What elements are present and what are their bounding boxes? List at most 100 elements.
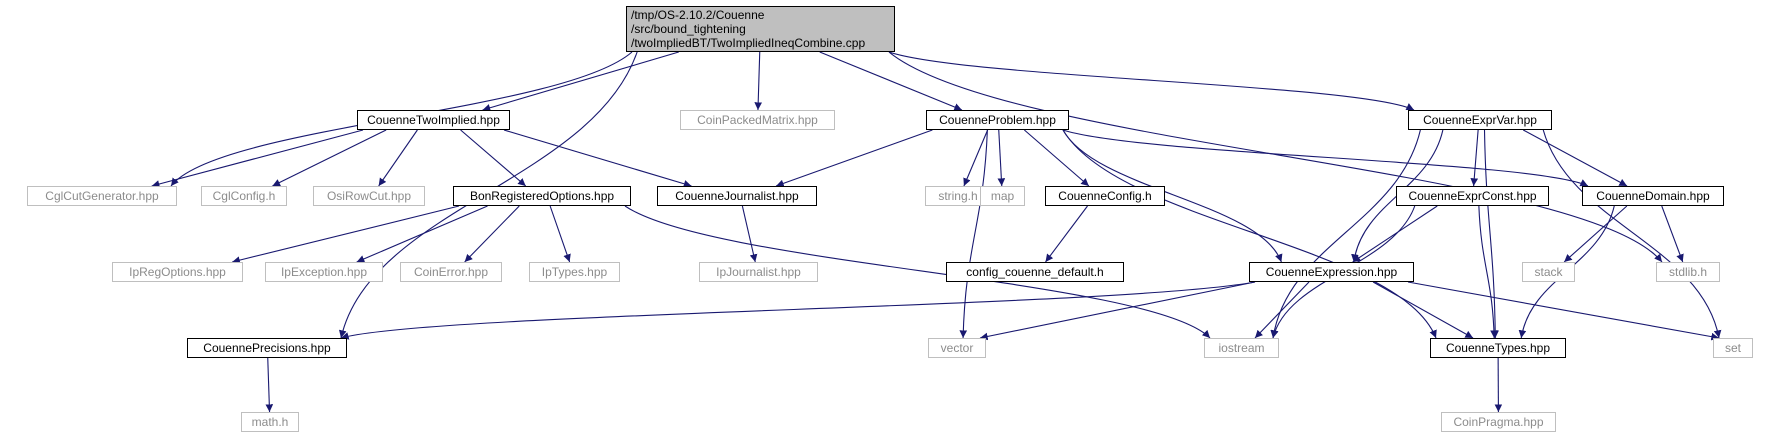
node-label: OsiRowCut.hpp <box>326 189 412 203</box>
node-couenne-expr-const[interactable]: CouenneExprConst.hpp <box>1396 186 1549 206</box>
node-osi-row-cut: OsiRowCut.hpp <box>313 186 425 206</box>
edge-couenneexprvar-hpp-to-set <box>1542 129 1722 339</box>
edge-root-to-couenneexprvar-hpp <box>888 51 1415 111</box>
edge-couenneproblem-hpp-to-couennejournalist-hpp <box>775 129 933 188</box>
edge-root-to-stdlib-h <box>888 51 1663 263</box>
node-vector: vector <box>928 338 986 358</box>
node-couenne-types[interactable]: CouenneTypes.hpp <box>1430 338 1566 358</box>
node-ip-journalist: IpJournalist.hpp <box>699 262 818 282</box>
node-cgl-cut-generator: CglCutGenerator.hpp <box>27 186 177 206</box>
edge-couennetwoimplied-hpp-to-bonregisteredoptions-hpp <box>460 129 527 187</box>
node-label: CoinPackedMatrix.hpp <box>697 113 818 127</box>
edge-couennejournalist-hpp-to-ipjournalist-hpp <box>741 205 758 263</box>
edge-bonregisteredoptions-hpp-to-ipexception-hpp <box>356 205 488 263</box>
node-label: stdlib.h <box>1668 265 1708 279</box>
node-config-couenne-default[interactable]: config_couenne_default.h <box>946 262 1124 282</box>
edge-couenneexprvar-hpp-to-couennetypes-hpp <box>1483 129 1500 339</box>
node-label: CouenneExprVar.hpp <box>1423 113 1537 127</box>
edge-couennetwoimplied-hpp-to-osirowcut-hpp <box>378 129 418 187</box>
node-coin-pragma: CoinPragma.hpp <box>1441 412 1556 432</box>
node-label: CouenneConfig.h <box>1058 189 1152 203</box>
node-couenne-problem[interactable]: CouenneProblem.hpp <box>926 110 1069 130</box>
node-label: IpRegOptions.hpp <box>129 265 226 279</box>
edge-couenneconfig-h-to-config-couenne-default-h <box>1045 205 1088 263</box>
node-label: CouenneTypes.hpp <box>1445 341 1551 355</box>
node-label: vector <box>940 341 974 355</box>
edge-couenneproblem-hpp-to-couennetypes-hpp <box>1062 129 1437 339</box>
node-label: set <box>1724 341 1741 355</box>
edge-bonregisteredoptions-hpp-to-ipregoptions-hpp <box>232 205 460 264</box>
node-couenne-expr-var[interactable]: CouenneExprVar.hpp <box>1408 110 1552 130</box>
node-bon-registered-options[interactable]: BonRegisteredOptions.hpp <box>453 186 631 206</box>
node-couenne-domain[interactable]: CouenneDomain.hpp <box>1582 186 1724 206</box>
node-label: BonRegisteredOptions.hpp <box>469 189 615 203</box>
edge-root-to-coinpackedmatrix-hpp <box>754 51 763 111</box>
edge-root-to-couenneproblem-hpp <box>819 51 963 111</box>
root-path-line: /src/bound_tightening <box>631 22 746 36</box>
node-string-h: string.h <box>925 186 991 206</box>
edge-couenneexpression-hpp-to-vector <box>979 281 1256 341</box>
edge-couenneexpression-hpp-to-couenneprecisions-hpp <box>340 281 1256 340</box>
edge-bonregisteredoptions-hpp-to-iptypes-hpp <box>549 205 571 263</box>
edge-couenneproblem-hpp-to-couenneexpression-hpp <box>1062 129 1283 263</box>
node-ip-exception: IpException.hpp <box>265 262 383 282</box>
node-label: CglConfig.h <box>212 189 276 203</box>
edge-couenneexprconst-hpp-to-couenneexpression-hpp <box>1352 205 1438 263</box>
node-couenne-expression[interactable]: CouenneExpression.hpp <box>1249 262 1414 282</box>
edge-couennedomain-hpp-to-stack <box>1563 205 1628 263</box>
node-couenne-two-implied[interactable]: CouenneTwoImplied.hpp <box>357 110 510 130</box>
node-label: CouenneTwoImplied.hpp <box>367 113 500 127</box>
edge-couenneexpression-hpp-to-iostream <box>1254 281 1310 339</box>
node-label: stack <box>1534 265 1563 279</box>
node-coin-packed-matrix: CoinPackedMatrix.hpp <box>680 110 835 130</box>
edge-couennetwoimplied-hpp-to-couennejournalist-hpp <box>503 129 692 188</box>
node-label: IpException.hpp <box>280 265 368 279</box>
node-stdlib-h: stdlib.h <box>1656 262 1720 282</box>
edge-couenneexprvar-hpp-to-couenneexprconst-hpp <box>1470 129 1479 187</box>
node-label: CouenneDomain.hpp <box>1596 189 1710 203</box>
node-label: CglCutGenerator.hpp <box>45 189 159 203</box>
node-couenne-config[interactable]: CouenneConfig.h <box>1045 186 1165 206</box>
node-label: string.h <box>938 189 978 203</box>
edge-couenneexprvar-hpp-to-iostream <box>1270 129 1421 339</box>
node-label: CouenneJournalist.hpp <box>675 189 799 203</box>
edge-couenneproblem-hpp-to-couennedomain-hpp <box>1062 129 1589 187</box>
node-couenne-journalist[interactable]: CouenneJournalist.hpp <box>657 186 817 206</box>
node-label: CouenneExprConst.hpp <box>1408 189 1537 203</box>
node-label: CouenneProblem.hpp <box>939 113 1056 127</box>
node-label: CoinPragma.hpp <box>1453 415 1544 429</box>
node-couenne-precisions[interactable]: CouennePrecisions.hpp <box>187 338 347 358</box>
root-path-line: /twoImpliedBT/TwoImpliedIneqCombine.cpp <box>631 36 866 50</box>
node-map: map <box>980 186 1025 206</box>
edge-couenneproblem-hpp-to-vector <box>959 129 988 339</box>
node-ip-types: IpTypes.hpp <box>529 262 620 282</box>
node-label: CouennePrecisions.hpp <box>203 341 331 355</box>
node-ip-reg-options: IpRegOptions.hpp <box>112 262 243 282</box>
edge-couenneexprvar-hpp-to-couennedomain-hpp <box>1522 129 1628 187</box>
node-stack: stack <box>1522 262 1575 282</box>
edge-couenneexpression-hpp-to-couennetypes-hpp <box>1372 281 1474 339</box>
node-coin-error: CoinError.hpp <box>400 262 502 282</box>
edge-couenneexprconst-hpp-to-couennetypes-hpp <box>1478 205 1498 339</box>
node-set: set <box>1713 338 1753 358</box>
edge-bonregisteredoptions-hpp-to-coinerror-hpp <box>464 205 520 263</box>
node-label: iostream <box>1218 341 1265 355</box>
node-math-h: math.h <box>241 412 299 432</box>
node-label: math.h <box>251 415 289 429</box>
node-label: IpTypes.hpp <box>541 265 608 279</box>
node-label: IpJournalist.hpp <box>716 265 801 279</box>
edge-couenneproblem-hpp-to-couenneconfig-h <box>1024 129 1090 187</box>
edge-bonregisteredoptions-hpp-to-iostream <box>624 205 1211 339</box>
node-cgl-config: CglConfig.h <box>201 186 287 206</box>
node-label: CoinError.hpp <box>413 265 489 279</box>
node-label: CouenneExpression.hpp <box>1265 265 1398 279</box>
edge-couennedomain-hpp-to-stdlib-h <box>1661 205 1684 263</box>
edge-couenneexpression-hpp-to-set <box>1407 281 1720 341</box>
node-label: config_couenne_default.h <box>966 265 1104 279</box>
root-path-line: /tmp/OS-2.10.2/Couenne <box>631 8 765 22</box>
root-file-node[interactable]: /tmp/OS-2.10.2/Couenne /src/bound_tighte… <box>626 6 895 52</box>
edge-couenneprecisions-hpp-to-math-h <box>265 357 274 413</box>
node-iostream: iostream <box>1204 338 1279 358</box>
